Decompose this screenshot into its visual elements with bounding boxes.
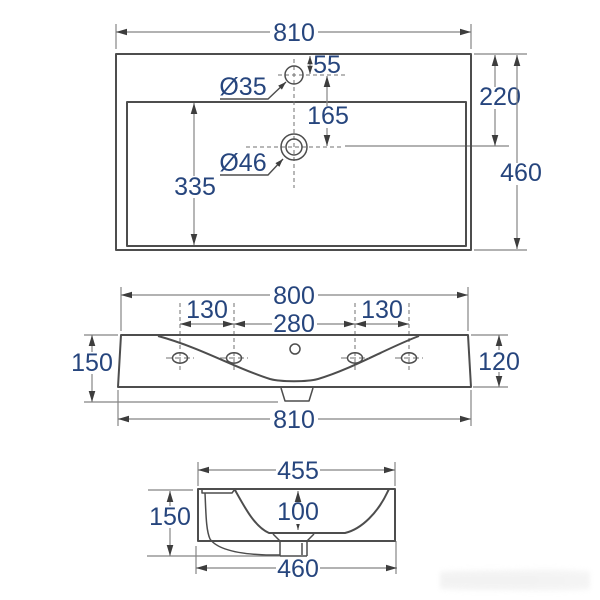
waste-hole-outer — [280, 133, 308, 161]
side-waste-trap — [272, 533, 315, 557]
front-dim-overall-height: 150 — [70, 335, 114, 402]
side-dim-overall-height: 150 — [148, 491, 192, 556]
front-waste-outlet — [280, 387, 314, 402]
front-bowl-curve — [157, 335, 420, 383]
overflow-hole — [289, 343, 301, 355]
front-top-width-label: 800 — [273, 282, 315, 310]
front-dim-top-width: 800 — [121, 282, 468, 310]
tap-diameter-label: Ø35 — [219, 73, 266, 101]
fixing-hole-2 — [225, 352, 243, 364]
side-back-wall-profile — [204, 492, 280, 556]
plan-dim-tap-setback: 55 — [307, 51, 341, 79]
side-body-outline — [197, 488, 396, 542]
front-dim-left-hole-spacing: 130 — [180, 296, 234, 328]
front-centre-spacing-label: 280 — [273, 310, 315, 338]
plan-bowl-length-label: 335 — [174, 173, 216, 201]
side-deck-ledge — [201, 488, 236, 494]
waste-hole-inner — [285, 138, 303, 156]
front-right-spacing-label: 130 — [361, 296, 403, 324]
side-view: 455 100 150 460 — [147, 457, 397, 583]
fixing-hole-3 — [346, 352, 364, 364]
plan-centrelines — [246, 59, 347, 188]
front-view: 800 130 280 130 150 120 — [70, 282, 521, 434]
plan-overall-width-label: 810 — [273, 19, 315, 47]
side-bowl-profile — [234, 488, 390, 534]
plan-label-tap-diameter: Ø35 — [219, 73, 287, 101]
side-top-depth-label: 455 — [277, 457, 319, 485]
plan-tap-to-waste-label: 165 — [307, 102, 349, 130]
plan-tap-setback-label: 55 — [313, 51, 341, 79]
side-dim-bottom-depth: 460 — [196, 555, 397, 583]
fixing-hole-1 — [171, 352, 189, 364]
front-dim-centre-hole-spacing: 280 — [234, 310, 355, 338]
front-overall-height-label: 150 — [71, 349, 113, 377]
plan-overall-depth-label: 460 — [500, 159, 542, 187]
front-dim-body-height: 120 — [477, 335, 521, 387]
plan-dim-tap-to-waste: 165 — [306, 76, 350, 146]
front-bottom-width-label: 810 — [273, 406, 315, 434]
side-dim-top-depth: 455 — [198, 457, 395, 485]
side-extension-lines — [147, 462, 397, 574]
waste-diameter-label: Ø46 — [219, 149, 266, 177]
plan-dim-bowl-length: 335 — [173, 103, 217, 245]
side-bowl-depth-label: 100 — [277, 498, 319, 526]
fixing-hole-4 — [400, 352, 418, 364]
plan-view: 810 55 165 335 220 460 — [115, 19, 545, 251]
front-dim-right-hole-spacing: 130 — [355, 296, 409, 328]
side-bottom-depth-label: 460 — [277, 555, 319, 583]
plan-extension-lines — [115, 24, 527, 251]
plan-label-waste-diameter: Ø46 — [219, 149, 284, 177]
plan-bowl-outline — [126, 101, 467, 247]
front-body-outline — [117, 334, 472, 388]
plan-edge-to-waste-label: 220 — [479, 83, 521, 111]
tap-hole — [284, 65, 304, 85]
front-extension-lines — [84, 287, 508, 426]
side-dim-bowl-depth: 100 — [276, 491, 320, 530]
watermark — [440, 566, 590, 592]
plan-rim-outline — [115, 53, 472, 251]
front-dim-bottom-width: 810 — [118, 406, 471, 434]
side-overall-height-label: 150 — [149, 503, 191, 531]
plan-dim-overall-depth: 460 — [499, 55, 545, 249]
front-left-spacing-label: 130 — [186, 296, 228, 324]
plan-dim-overall-width: 810 — [116, 19, 471, 47]
front-body-height-label: 120 — [478, 348, 520, 376]
